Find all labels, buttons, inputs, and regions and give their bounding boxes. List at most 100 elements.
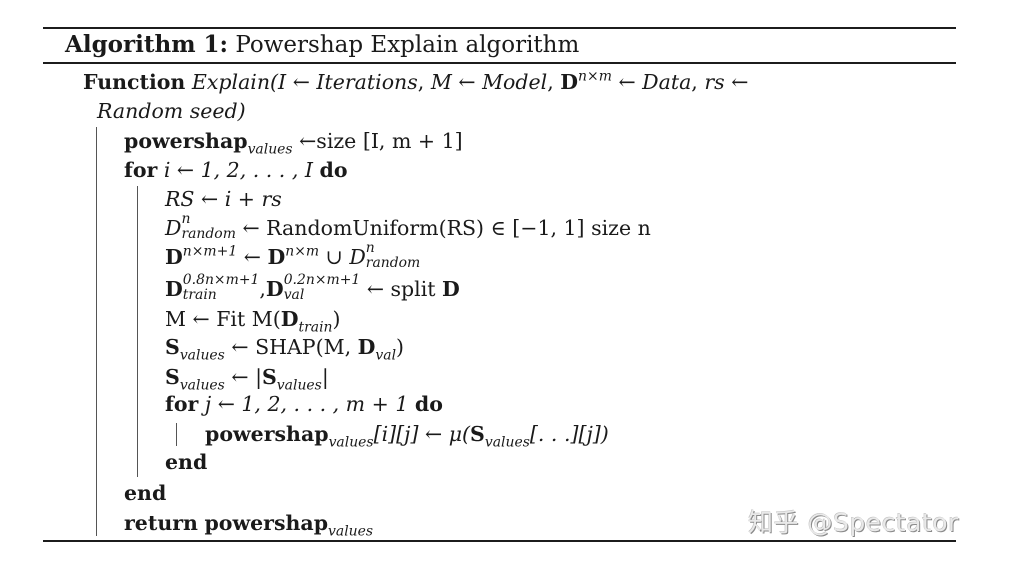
var: S <box>261 365 277 389</box>
do-keyword: do <box>319 158 348 182</box>
arrow: ← <box>731 70 749 94</box>
var: D <box>267 245 286 269</box>
param-symbol: D <box>560 70 579 94</box>
param-value: Model <box>482 70 548 94</box>
return-keyword: return <box>124 511 198 535</box>
for-keyword: for <box>165 392 199 416</box>
arrow: ← <box>618 70 636 94</box>
sup: n×m <box>285 243 320 260</box>
algorithm-caption: Algorithm 1: Powershap Explain algorithm <box>65 30 579 60</box>
line-fit: M ← Fit M(Dtrain) <box>165 306 341 336</box>
rhs: ← | <box>231 365 262 389</box>
line-return: return powershapvalues <box>124 510 374 540</box>
sup: 0.2n×m+1 <box>283 272 361 289</box>
sub: values <box>179 377 225 394</box>
param-symbol: I <box>278 70 287 94</box>
param-sup: n×m <box>578 68 612 85</box>
algorithm-title: Powershap Explain algorithm <box>235 32 580 58</box>
sub: val <box>375 347 397 364</box>
function-keyword: Function <box>83 70 186 94</box>
var: D <box>165 277 183 301</box>
sup: n <box>181 211 191 228</box>
line-for-j: for j ← 1, 2, . . . , m + 1 do <box>165 391 443 417</box>
for-keyword: for <box>124 158 158 182</box>
top-rule <box>43 27 956 29</box>
caption-rule <box>43 62 956 64</box>
sub: values <box>484 434 530 451</box>
function-header-cont: Random seed) <box>97 99 246 123</box>
paren: ) <box>396 335 405 359</box>
sup: 0.8n×m+1 <box>182 272 260 289</box>
sub: train <box>182 287 217 303</box>
paren: ) <box>332 307 341 331</box>
watermark: 知乎 @Spectator <box>748 508 959 537</box>
var: powershap <box>204 511 329 535</box>
var: S <box>165 335 180 359</box>
sup: n <box>365 240 375 257</box>
var: D <box>442 277 460 301</box>
sub: values <box>276 377 322 394</box>
var: powershap <box>205 422 329 446</box>
sub: val <box>283 287 305 303</box>
line-abs: Svalues ← |Svalues| <box>165 364 329 394</box>
var: D <box>265 277 284 301</box>
arrow: ← <box>243 245 261 269</box>
sub: train <box>298 319 333 336</box>
sub: values <box>247 141 293 158</box>
var: S <box>470 422 485 446</box>
var: D <box>280 307 299 331</box>
line-assign: powershapvalues[i][j] ← μ(Svalues[. . .]… <box>205 421 609 451</box>
loop-expr: j ← 1, 2, . . . , m + 1 <box>204 392 409 416</box>
arrow: ← <box>292 70 310 94</box>
var: D <box>165 245 183 269</box>
index: [. . .][j]) <box>529 422 609 446</box>
param-symbol: M <box>430 70 452 94</box>
line-rs: RS ← i + rs <box>165 187 282 211</box>
line-end-i: end <box>124 481 167 505</box>
line-shap: Svalues ← SHAP(M, Dval) <box>165 334 405 364</box>
text: M( <box>251 307 281 331</box>
var: D <box>357 335 376 359</box>
param-symbol: rs <box>704 70 725 94</box>
rhs: ← split <box>366 277 436 301</box>
sub: random <box>365 255 421 271</box>
rhs: ←size [I, m + 1] <box>299 129 463 153</box>
param-value: Data <box>642 70 692 94</box>
loop-expr: i ← 1, 2, . . . , I <box>163 158 313 182</box>
sup: n×m+1 <box>182 243 238 260</box>
outer-block-bar <box>96 127 98 536</box>
sub: values <box>328 434 374 451</box>
for-i-block-bar <box>137 186 139 477</box>
bar: | <box>321 365 329 389</box>
sub: values <box>179 347 225 364</box>
index: [i][j] ← μ( <box>373 422 471 446</box>
param-value: Iterations <box>316 70 418 94</box>
var: S <box>165 365 180 389</box>
bottom-rule <box>43 540 956 542</box>
for-j-block-bar <box>176 423 178 446</box>
rhs: ← SHAP(M, <box>231 335 358 359</box>
function-header: Function Explain(I ← Iterations, M ← Mod… <box>83 68 749 94</box>
algorithm-label: Algorithm 1: <box>65 31 229 58</box>
arrow: ← <box>458 70 476 94</box>
rhs: ← RandomUniform(RS) ∈ [−1, 1] size n <box>242 216 651 240</box>
sub: values <box>328 523 374 540</box>
text: M ← Fit <box>165 307 246 331</box>
sub: random <box>181 226 236 242</box>
line-for-i: for i ← 1, 2, . . . , I do <box>124 157 348 183</box>
union: ∪ <box>325 245 343 269</box>
do-keyword: do <box>414 392 443 416</box>
var: D <box>165 216 182 240</box>
var: D <box>349 245 366 269</box>
function-name: Explain( <box>191 70 279 94</box>
var: powershap <box>124 129 248 153</box>
line-init: powershapvalues ←size [I, m + 1] <box>124 128 463 158</box>
line-end-j: end <box>165 450 208 474</box>
